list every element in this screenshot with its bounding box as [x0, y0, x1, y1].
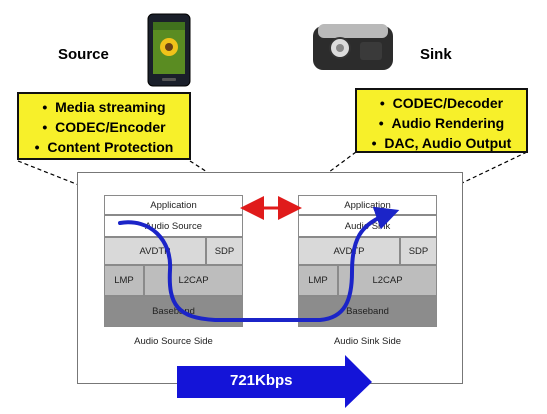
source-sdp-layer: SDP	[206, 237, 243, 265]
sink-application-label: Application	[344, 199, 391, 211]
source-feature-item: CODEC/Encoder	[25, 117, 183, 137]
sink-feature-item: CODEC/Decoder	[363, 93, 520, 113]
sink-avdtp-layer: AVDTP	[298, 237, 400, 265]
source-protocol-stack: Application Audio Source AVDTP SDP LMP L…	[104, 195, 243, 335]
sink-features-box: CODEC/Decoder Audio Rendering DAC, Audio…	[355, 88, 528, 153]
sink-lmp-label: LMP	[308, 275, 328, 286]
sink-l2cap-layer: L2CAP	[338, 265, 437, 296]
source-features-box: Media streaming CODEC/Encoder Content Pr…	[17, 92, 191, 160]
sink-title: Sink	[420, 46, 452, 63]
source-baseband-label: Baseband	[152, 306, 195, 317]
sink-avdtp-label: AVDTP	[333, 245, 365, 257]
sink-sdp-label: SDP	[408, 245, 429, 257]
source-feature-item: Content Protection	[25, 137, 183, 157]
sink-lmp-layer: LMP	[298, 265, 338, 296]
sink-l2cap-label: L2CAP	[372, 275, 403, 286]
bandwidth-label: 721Kbps	[230, 372, 293, 389]
sink-sdp-layer: SDP	[400, 237, 437, 265]
bluetooth-speaker-icon	[313, 24, 393, 70]
bandwidth-arrow	[177, 355, 372, 408]
source-side-caption: Audio Source Side	[134, 336, 213, 347]
source-lmp-layer: LMP	[104, 265, 144, 296]
source-avdtp-label: AVDTP	[139, 245, 171, 257]
smartphone-icon	[147, 13, 191, 87]
audio-stream-path	[118, 206, 400, 322]
source-l2cap-layer: L2CAP	[144, 265, 243, 296]
source-l2cap-label: L2CAP	[178, 275, 209, 286]
source-application-label: Application	[150, 199, 197, 211]
source-audio-label: Audio Source	[144, 220, 203, 232]
source-avdtp-layer: AVDTP	[104, 237, 206, 265]
sink-side-caption: Audio Sink Side	[333, 336, 402, 347]
source-feature-item: Media streaming	[25, 97, 183, 117]
source-lmp-label: LMP	[114, 275, 134, 286]
sink-feature-item: DAC, Audio Output	[363, 133, 520, 153]
sink-feature-item: Audio Rendering	[363, 113, 520, 133]
source-sdp-label: SDP	[214, 245, 235, 257]
source-audio-layer: Audio Source	[104, 215, 243, 237]
sink-baseband-label: Baseband	[346, 306, 389, 317]
source-title: Source	[58, 46, 109, 63]
